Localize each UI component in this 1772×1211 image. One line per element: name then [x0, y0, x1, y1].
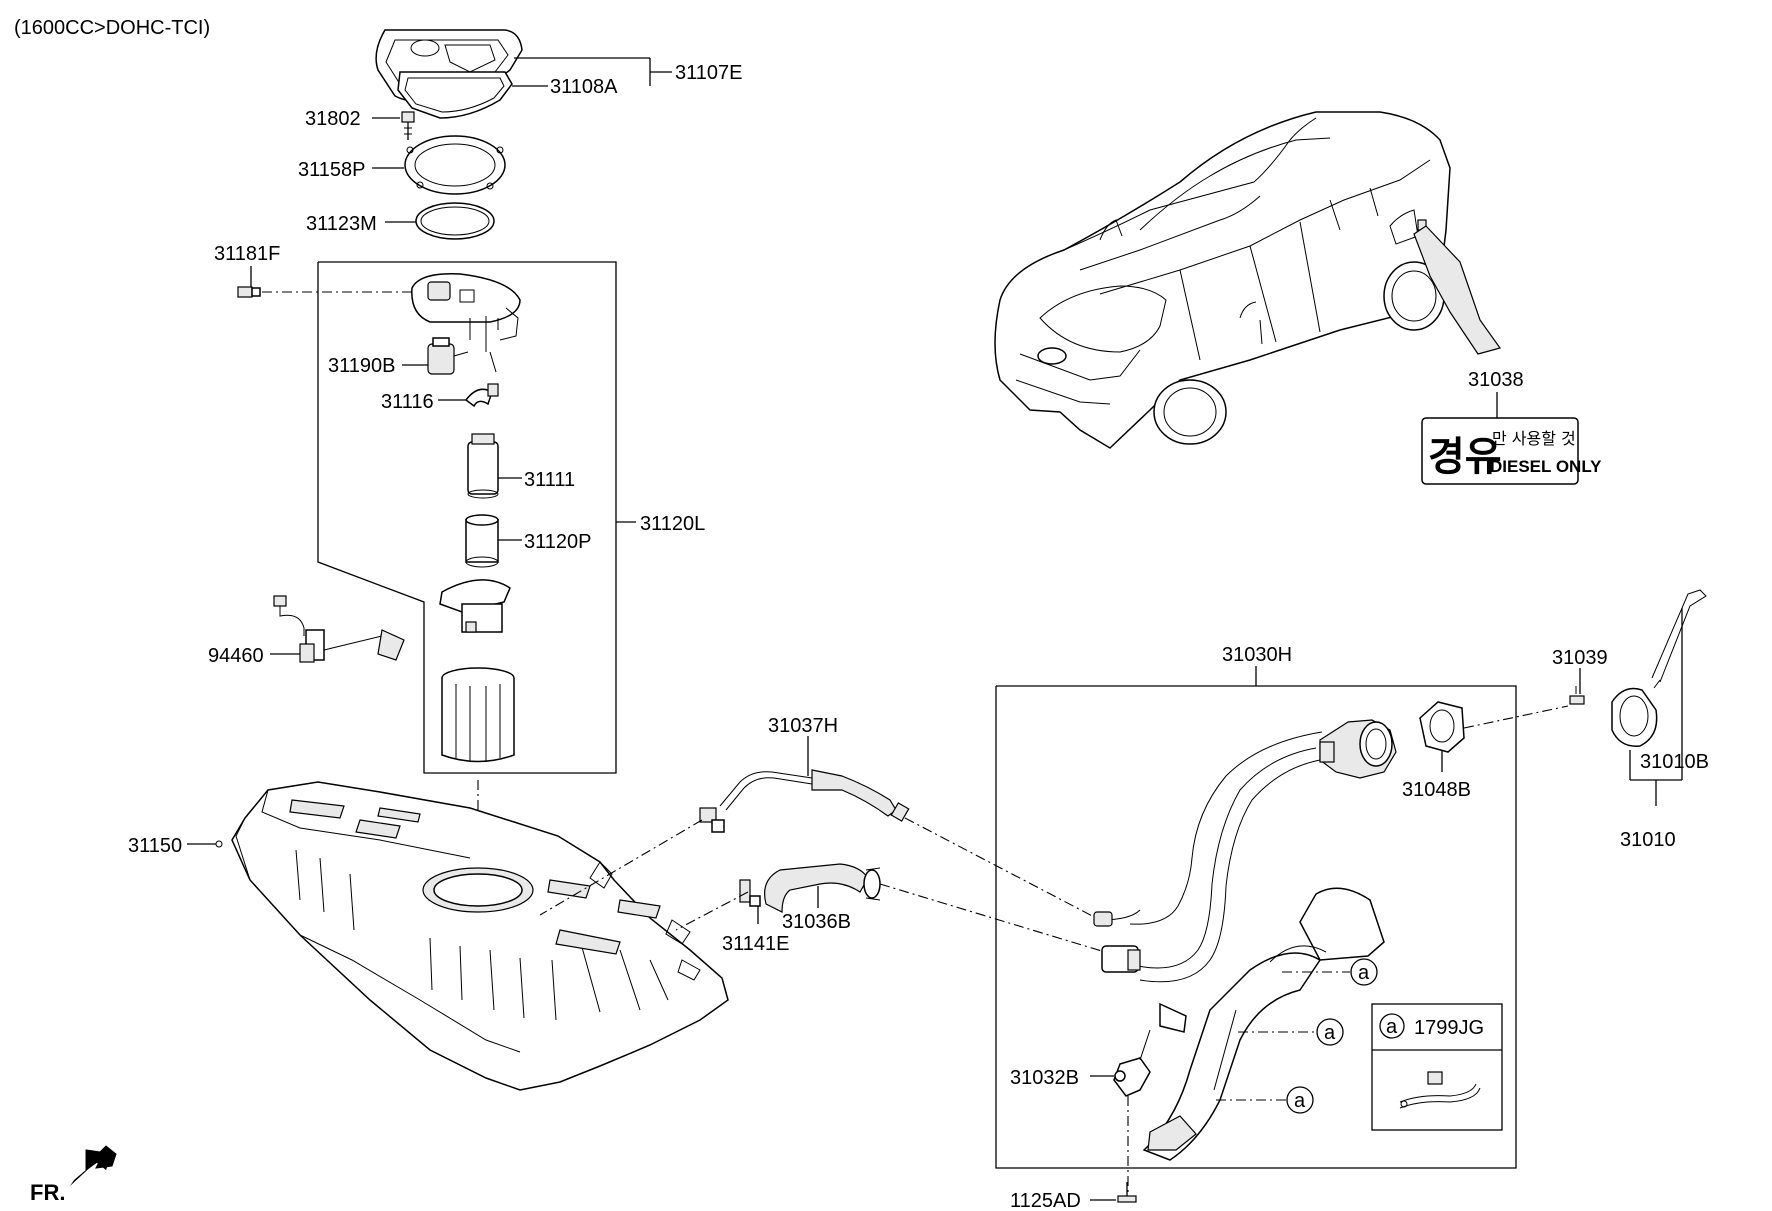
- connector-31181F: [237, 286, 261, 298]
- callout-a-1: a: [1358, 962, 1370, 984]
- cover-gasket: [397, 71, 513, 119]
- label-31030H: 31030H: [1222, 644, 1292, 666]
- callout-a-2: a: [1324, 1022, 1336, 1044]
- fuel-pump-31111: [467, 433, 499, 499]
- label-31108A: 31108A: [550, 76, 618, 98]
- label-31120P: 31120P: [524, 531, 591, 553]
- filler-neck-pipe: [1093, 719, 1397, 983]
- filler-protector: [1142, 887, 1385, 1161]
- vehicle-illustration: [994, 111, 1501, 449]
- gasket-31048B: [1419, 701, 1465, 753]
- label-31038: 31038: [1468, 369, 1524, 391]
- callout-a-3: a: [1294, 1090, 1306, 1112]
- label-31116: 31116: [381, 391, 434, 413]
- label-31141E: 31141E: [722, 933, 789, 955]
- bolt-31802: [401, 111, 415, 140]
- fuel-sender-94460: [273, 595, 405, 663]
- label-31048B: 31048B: [1402, 779, 1471, 801]
- decal-korean-small: 만 사용할 것: [1492, 429, 1576, 448]
- label-31120L: 31120L: [640, 513, 705, 535]
- pump-flange: [411, 273, 521, 373]
- inset-1799JG: a 1799JG: [1371, 1003, 1503, 1131]
- label-31190B: 31190B: [328, 355, 395, 377]
- label-31181F: 31181F: [214, 243, 280, 265]
- label-31107E: 31107E: [675, 62, 742, 84]
- o-ring-31123M: [415, 202, 495, 240]
- filler-hose-31036B: [764, 863, 881, 913]
- label-31010: 31010: [1620, 829, 1676, 851]
- label-1125AD: 1125AD: [1010, 1190, 1081, 1211]
- label-31036B: 31036B: [782, 911, 851, 933]
- label-1799JG: 1799JG: [1414, 1017, 1484, 1039]
- label-31123M: 31123M: [306, 213, 377, 235]
- fuel-tank-31150: [231, 781, 729, 1091]
- decal-english: DIESEL ONLY: [1490, 457, 1602, 476]
- engine-note: (1600CC>DOHC-TCI): [14, 17, 210, 39]
- clamp-31141E: [739, 879, 761, 907]
- front-label: FR.: [30, 1180, 65, 1205]
- label-31111: 31111: [524, 469, 575, 491]
- label-31010B: 31010B: [1640, 751, 1709, 773]
- label-31150: 31150: [128, 835, 182, 857]
- decal-korean-big: 경유: [1428, 434, 1502, 480]
- fuel-filler-door-31010: [1611, 589, 1707, 747]
- label-31039: 31039: [1552, 647, 1608, 669]
- pump-carrier: [439, 579, 511, 633]
- screw-31039: [1569, 686, 1585, 705]
- inset-marker-a: a: [1386, 1016, 1398, 1038]
- label-31032B: 31032B: [1010, 1067, 1079, 1089]
- hose-31116: [464, 383, 499, 408]
- bolt-1125AD: [1117, 1182, 1137, 1203]
- diesel-only-decal-31038: 경유 만 사용할 것 DIESEL ONLY: [1421, 417, 1602, 485]
- bracket-31032B: [1113, 1002, 1187, 1097]
- fuel-reservoir: [441, 667, 515, 763]
- label-94460: 94460: [208, 645, 264, 667]
- sleeve-31120P: [465, 514, 499, 568]
- label-31802: 31802: [305, 108, 361, 130]
- filter-31190B: [427, 337, 469, 375]
- vent-hose-31037H: [699, 769, 910, 833]
- front-direction-indicator: FR.: [30, 1145, 117, 1205]
- lock-ring-31158P: [404, 135, 506, 195]
- label-31037H: 31037H: [768, 715, 838, 737]
- label-31158P: 31158P: [298, 159, 365, 181]
